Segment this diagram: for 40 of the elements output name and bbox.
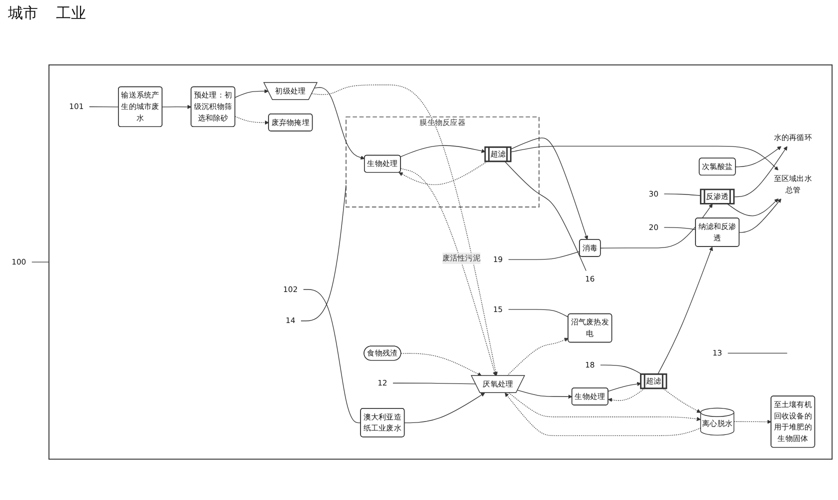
arrow: [600, 204, 713, 248]
arrow: [506, 338, 568, 376]
connector: [508, 309, 569, 318]
arrow: [510, 137, 588, 240]
connector: [664, 194, 702, 196]
arrow: [311, 84, 498, 376]
category-label: 城市: [8, 4, 38, 22]
arrow: [727, 198, 778, 216]
cluster: [48, 64, 833, 460]
arrow: [404, 392, 485, 424]
connector: [303, 289, 362, 424]
connector: [728, 352, 788, 354]
arrow: [734, 146, 788, 198]
connector: [664, 227, 696, 230]
connector: [89, 106, 119, 108]
arrow: [508, 392, 701, 421]
arrow: [608, 388, 645, 402]
arrow: [608, 382, 642, 392]
arrow: [162, 104, 192, 109]
arrow: [398, 161, 488, 185]
connector: [504, 161, 586, 271]
connector: [508, 251, 580, 260]
connector: [300, 184, 346, 322]
arrow: [504, 392, 701, 436]
arrow: [400, 168, 497, 376]
category-label: 工业: [56, 4, 86, 22]
arrow: [517, 390, 572, 399]
connector: [392, 382, 476, 384]
arrow: [400, 145, 486, 158]
arrow: [657, 246, 713, 375]
arrow: [739, 198, 782, 233]
arrow: [234, 89, 269, 98]
arrow: [400, 353, 482, 376]
arrow: [734, 420, 772, 424]
arrow: [510, 146, 778, 170]
arrow: [234, 116, 269, 125]
connector: [600, 364, 642, 375]
arrow: [735, 146, 782, 168]
arrow: [662, 388, 701, 413]
arrow: [314, 87, 365, 160]
